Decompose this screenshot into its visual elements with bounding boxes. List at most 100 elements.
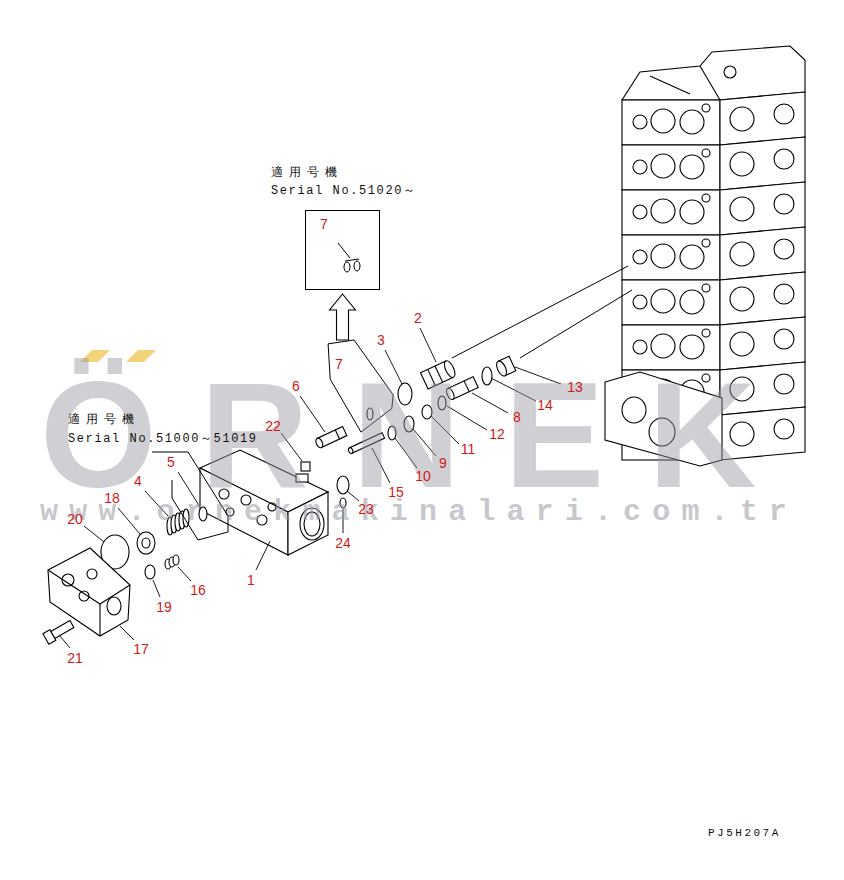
part-shapes	[448, 377, 478, 400]
part-shapes	[79, 591, 89, 601]
leader-line	[118, 508, 140, 534]
part-shapes	[241, 495, 251, 505]
valve-stack	[622, 46, 805, 100]
leader-line	[145, 491, 168, 516]
part-shapes	[142, 538, 150, 548]
part-shapes	[219, 489, 229, 499]
part-7-symbol	[345, 259, 359, 261]
part-shapes	[422, 405, 432, 419]
part-shapes	[173, 555, 179, 565]
callout-number: 3	[377, 332, 385, 348]
watermark-accent	[80, 350, 110, 362]
serial-note: Serial No.51020～	[271, 184, 417, 199]
leader-line	[385, 350, 402, 384]
leader-line	[120, 626, 134, 640]
callout-number: 22	[265, 418, 281, 434]
leader-line	[447, 406, 487, 430]
valve-stack	[622, 317, 805, 370]
leader-line	[281, 433, 302, 461]
part-shapes	[43, 619, 75, 644]
part-shapes	[137, 532, 155, 554]
part-shapes	[348, 447, 354, 454]
part-shapes	[348, 433, 385, 454]
part-7-symbol	[344, 262, 350, 272]
callout-number: 16	[190, 582, 206, 598]
part-shapes	[183, 509, 189, 527]
valve-stack	[650, 76, 690, 94]
part-shapes	[435, 366, 443, 382]
serial-note: 適用号機	[271, 165, 343, 180]
part-7-symbol	[338, 243, 360, 272]
part-shapes	[464, 381, 469, 392]
guide-line	[452, 266, 628, 358]
part-shapes	[304, 512, 320, 536]
serial-note: Serial No.51000～51019	[68, 432, 258, 447]
callout-number: 17	[133, 641, 149, 657]
part-shapes	[62, 574, 74, 586]
part-shapes	[349, 433, 384, 454]
valve-stack	[622, 407, 805, 460]
serial-inset-box: 適用号機Serial No.51020～7	[305, 210, 380, 290]
valve-stack	[622, 137, 805, 190]
watermark-accent	[80, 350, 156, 362]
part-shapes	[421, 361, 454, 389]
leader-line	[60, 636, 70, 648]
part-7-symbol	[338, 243, 350, 258]
callout-number: 13	[567, 379, 583, 395]
part-shapes	[335, 430, 339, 439]
valve-stack	[724, 66, 736, 78]
leader-line	[420, 328, 436, 362]
valve-stack	[649, 418, 675, 446]
bracket-line	[152, 452, 228, 540]
leader-line	[472, 393, 508, 413]
callout-number: 19	[156, 599, 172, 615]
callout-number: 5	[167, 454, 175, 470]
part-shapes	[445, 377, 478, 401]
valve-stack	[622, 362, 805, 415]
callout-number: 6	[292, 378, 300, 394]
serial-note: 適用号機	[68, 412, 140, 427]
part-shapes	[337, 476, 349, 494]
part-7-symbol	[354, 261, 360, 271]
drawing-code: PJ5H207A	[708, 826, 781, 840]
part-shapes	[296, 474, 308, 482]
leader-line	[60, 328, 561, 648]
part-shapes	[288, 492, 328, 555]
leader-line	[178, 567, 191, 581]
callout-number: 7	[335, 356, 343, 372]
part-shapes	[498, 356, 516, 376]
leader-line	[178, 472, 200, 507]
bracket-line	[152, 452, 228, 540]
part-shapes	[482, 367, 492, 385]
part-shapes	[48, 548, 130, 636]
part-shapes	[107, 597, 121, 615]
leader-line	[343, 509, 344, 533]
leader-line	[153, 580, 160, 597]
callout-number: 1	[247, 572, 255, 588]
part-shapes	[200, 450, 328, 512]
part-shapes	[442, 359, 457, 379]
part-shapes	[179, 511, 185, 529]
part-shapes	[200, 468, 288, 555]
callout-number: 10	[415, 468, 431, 484]
part-shapes	[99, 604, 100, 636]
part-shapes	[314, 437, 324, 449]
leader-line	[431, 416, 459, 444]
guide-line	[452, 266, 632, 358]
callout-number: 18	[104, 490, 120, 506]
callout-number: 20	[67, 511, 83, 527]
part-shapes	[398, 383, 412, 405]
valve-stack	[622, 92, 805, 145]
leader-line	[84, 526, 104, 542]
valve-stack	[622, 272, 805, 325]
bracket-outline	[328, 340, 393, 432]
part-shapes	[314, 427, 346, 449]
callout-number: 12	[489, 426, 505, 442]
callout-number: 9	[439, 455, 447, 471]
valve-stack	[622, 227, 805, 280]
callout-number: 7	[320, 216, 328, 232]
leader-line	[515, 367, 561, 384]
part-shapes	[51, 621, 74, 639]
part-shapes	[421, 359, 458, 389]
